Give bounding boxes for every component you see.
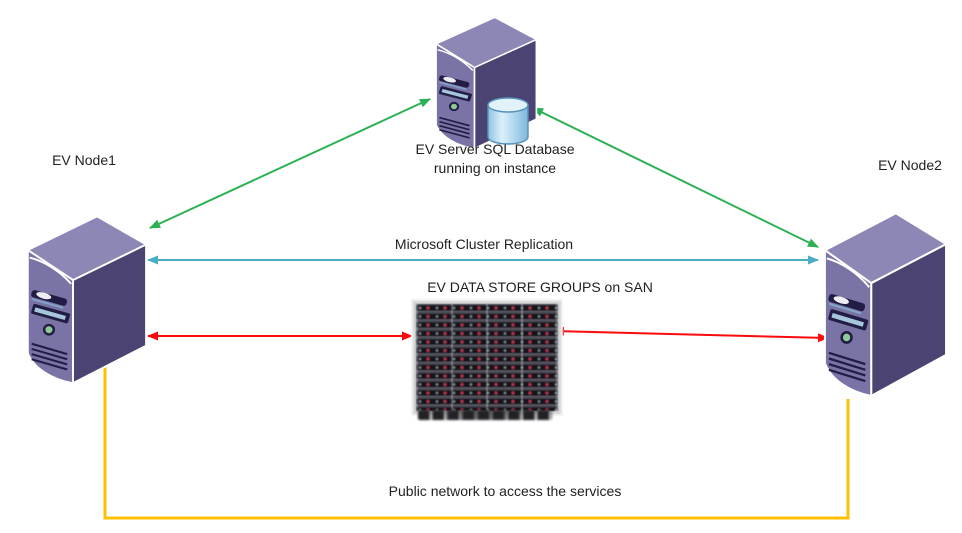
sql-server-label: EV Server SQL Database running on instan… bbox=[415, 140, 574, 178]
ev-node2-icon bbox=[823, 211, 948, 398]
public-network-label: Public network to access the services bbox=[388, 483, 622, 499]
edge-node1-sqlserver bbox=[149, 98, 431, 229]
san-disk-array-image bbox=[413, 301, 561, 414]
san-label: EV DATA STORE GROUPS on SAN bbox=[427, 279, 653, 295]
san-image-caption-blur bbox=[418, 410, 552, 420]
ev-node1-icon bbox=[26, 215, 148, 385]
edge-sqlserver-node2 bbox=[532, 107, 819, 248]
sql-server-label-line1: EV Server SQL Database bbox=[415, 141, 575, 157]
cluster-replication-label: Microsoft Cluster Replication bbox=[394, 236, 574, 252]
sql-database-cylinder-icon bbox=[487, 97, 529, 145]
node1-label: EV Node1 bbox=[52, 152, 116, 168]
public-network-line bbox=[103, 366, 850, 520]
node2-label: EV Node2 bbox=[878, 157, 942, 173]
sql-server-label-line2: running on instance bbox=[433, 160, 557, 176]
edge-san-node2 bbox=[553, 326, 829, 343]
